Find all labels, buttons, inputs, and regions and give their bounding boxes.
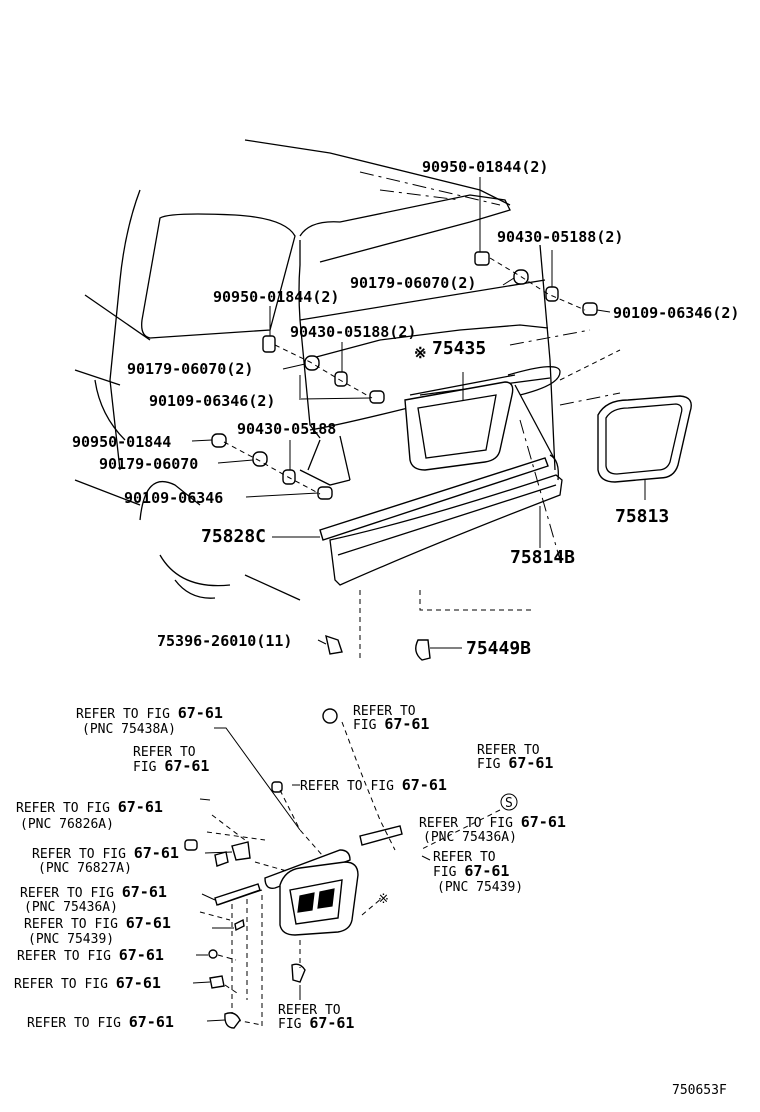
ref-r14-num: 67-61 xyxy=(129,1013,174,1031)
callout-c9: 90950-01844 xyxy=(72,433,171,451)
part-75813: 75813 xyxy=(615,506,669,527)
ref-r3-line1: REFER TO xyxy=(133,745,196,760)
ref-r11-pnc: (PNC 75439) xyxy=(28,932,114,947)
ref-r4-text: REFER TO FIG xyxy=(300,779,402,794)
vehicle-body-outline xyxy=(74,139,621,601)
svg-text:REFER TO FIG 67-61: REFER TO FIG 67-61 xyxy=(32,844,179,862)
svg-text:REFER TO FIG 67-61: REFER TO FIG 67-61 xyxy=(24,914,171,932)
svg-text:FIG 67-61: FIG 67-61 xyxy=(278,1014,354,1032)
ref-r6-num: 67-61 xyxy=(118,798,163,816)
ref-r10-pnc: (PNC 75436A) xyxy=(24,900,118,915)
ref-r6-text: REFER TO FIG xyxy=(16,801,118,816)
lower-exploded-view xyxy=(184,708,518,1030)
callout-c13: 75396-26010(11) xyxy=(157,632,292,650)
ref-r9-num: 67-61 xyxy=(464,862,509,880)
ref-r1-text: REFER TO FIG xyxy=(76,707,178,722)
callout-c7: 90179-06070(2) xyxy=(127,360,253,378)
labels-lower: REFER TO FIG 67-61 (PNC 75438A) REFER TO… xyxy=(14,704,566,1032)
ref-r5-line2: FIG xyxy=(477,757,508,772)
ref-r8-pnc: (PNC 76827A) xyxy=(38,861,132,876)
ref-r8-num: 67-61 xyxy=(134,844,179,862)
svg-text:REFER TO FIG 67-61: REFER TO FIG 67-61 xyxy=(20,883,167,901)
part-mark-75435: ※ xyxy=(414,344,427,362)
ref-r5-mark: S xyxy=(505,796,513,811)
ref-r7-pnc: (PNC 75436A) xyxy=(423,830,517,845)
svg-text:FIG 67-61: FIG 67-61 xyxy=(133,757,209,775)
ref-r2-num: 67-61 xyxy=(384,715,429,733)
ref-r1-pnc: (PNC 75438A) xyxy=(82,722,176,737)
svg-text:FIG 67-61: FIG 67-61 xyxy=(353,715,429,733)
callout-c8: 90109-06346(2) xyxy=(149,392,275,410)
ref-r12-text: REFER TO FIG xyxy=(17,949,119,964)
ref-r12-num: 67-61 xyxy=(119,946,164,964)
ref-r9-line1: REFER TO xyxy=(433,850,496,865)
svg-text:REFER TO FIG 67-61: REFER TO FIG 67-61 xyxy=(300,776,447,794)
fasteners-upper xyxy=(211,251,598,661)
ref-r4-num: 67-61 xyxy=(402,776,447,794)
svg-text:REFER TO FIG 67-61: REFER TO FIG 67-61 xyxy=(76,704,223,722)
leader-lines-upper xyxy=(191,177,646,660)
svg-text:REFER TO FIG 67-61: REFER TO FIG 67-61 xyxy=(14,974,161,992)
callout-c12: 90109-06346 xyxy=(124,489,223,507)
svg-text:FIG 67-61: FIG 67-61 xyxy=(433,862,509,880)
callout-c2: 90430-05188(2) xyxy=(497,228,623,246)
ref-r9-pnc: (PNC 75439) xyxy=(437,880,523,895)
part-75449b: 75449B xyxy=(466,638,531,659)
callout-c11: 90179-06070 xyxy=(99,455,198,473)
ref-r10-text: REFER TO FIG xyxy=(20,886,122,901)
ref-r13-text: REFER TO FIG xyxy=(14,977,116,992)
ref-r2-line2: FIG xyxy=(353,718,384,733)
ref-r8-text: REFER TO FIG xyxy=(32,847,134,862)
ref-r3-line2: FIG xyxy=(133,760,164,775)
ref-r14-text: REFER TO FIG xyxy=(27,1016,129,1031)
part-75828c: 75828C xyxy=(201,526,266,547)
callout-c6: 90430-05188(2) xyxy=(290,323,416,341)
ref-r5-line1: REFER TO xyxy=(477,743,540,758)
ref-r3-num: 67-61 xyxy=(164,757,209,775)
ref-r9-line2: FIG xyxy=(433,865,464,880)
svg-text:REFER TO FIG 67-61: REFER TO FIG 67-61 xyxy=(27,1013,174,1031)
callout-c5: 90950-01844(2) xyxy=(213,288,339,306)
ref-r15-line2: FIG xyxy=(278,1017,309,1032)
diagram-code: 750653F xyxy=(672,1083,727,1098)
ref-r15-num: 67-61 xyxy=(309,1014,354,1032)
svg-text:REFER TO FIG 67-61: REFER TO FIG 67-61 xyxy=(419,813,566,831)
ref-r2-line1: REFER TO xyxy=(353,704,416,719)
ref-r15-line1: REFER TO xyxy=(278,1003,341,1018)
ref-r7-text: REFER TO FIG xyxy=(419,816,521,831)
callout-c4: 90109-06346(2) xyxy=(613,304,739,322)
ref-r11-num: 67-61 xyxy=(126,914,171,932)
part-75435: 75435 xyxy=(432,338,486,359)
callout-c1: 90950-01844(2) xyxy=(422,158,548,176)
ref-r13-num: 67-61 xyxy=(116,974,161,992)
ref-r10-num: 67-61 xyxy=(122,883,167,901)
callout-c10: 90430-05188 xyxy=(237,420,336,438)
ref-r7-num: 67-61 xyxy=(521,813,566,831)
ref-r6-pnc: (PNC 76826A) xyxy=(20,817,114,832)
svg-text:FIG 67-61: FIG 67-61 xyxy=(477,754,553,772)
lower-mark: ※ xyxy=(378,892,389,907)
labels-upper: 90950-01844(2) 90430-05188(2) 90179-0607… xyxy=(72,158,739,659)
lens-75813 xyxy=(597,395,692,483)
svg-text:REFER TO FIG 67-61: REFER TO FIG 67-61 xyxy=(16,798,163,816)
ref-r5-num: 67-61 xyxy=(508,754,553,772)
svg-text:REFER TO FIG 67-61: REFER TO FIG 67-61 xyxy=(17,946,164,964)
part-75814b: 75814B xyxy=(510,547,575,568)
ref-r1-num: 67-61 xyxy=(178,704,223,722)
ref-r11-text: REFER TO FIG xyxy=(24,917,126,932)
callout-c3: 90179-06070(2) xyxy=(350,274,476,292)
